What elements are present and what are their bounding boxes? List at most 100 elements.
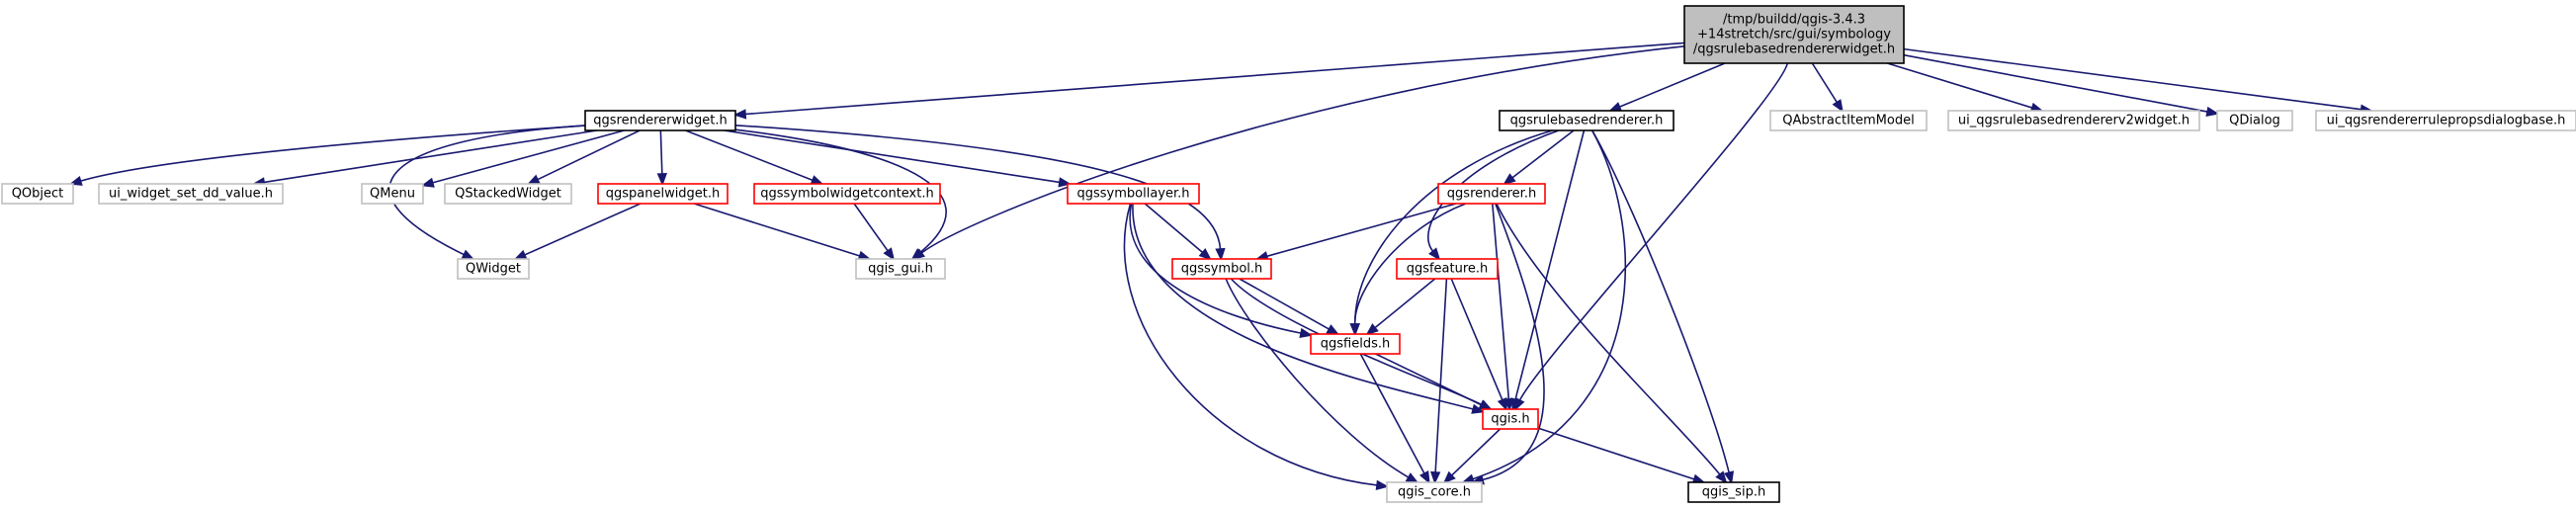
edge-line bbox=[1496, 203, 1721, 475]
node-label: qgsfields.h bbox=[1321, 337, 1390, 352]
edge-line bbox=[1514, 129, 1586, 400]
node-box bbox=[1396, 258, 1499, 280]
node-qgssymbolwidgetcontext-h[interactable]: qgssymbolwidgetcontext.h bbox=[753, 183, 941, 205]
arrowhead-icon bbox=[810, 175, 824, 185]
edge-line bbox=[685, 129, 814, 182]
arrowhead-icon bbox=[526, 174, 541, 185]
node-box bbox=[584, 110, 736, 131]
node-qgis-h[interactable]: qgis.h bbox=[1482, 408, 1539, 430]
node-label: QObject bbox=[12, 187, 64, 202]
edge-qgsfields-to-qgis-core bbox=[1359, 353, 1430, 484]
node-label: ui_widget_set_dd_value.h bbox=[109, 187, 273, 202]
edge-qgsrendererwidget-to-qgspanelwidget bbox=[656, 129, 667, 187]
edge-qgsrenderer-to-qgis-core bbox=[1471, 203, 1545, 485]
nodes-layer: /tmp/buildd/qgis-3.4.3+14stretch/src/gui… bbox=[1, 5, 2576, 503]
node-box bbox=[1386, 481, 1483, 503]
node-qgis-sip-h[interactable]: qgis_sip.h bbox=[1687, 481, 1780, 503]
edge-qgsrulebasedrenderer-to-qgsfields bbox=[1349, 129, 1553, 337]
edge-line bbox=[744, 42, 1685, 116]
edge-line bbox=[1472, 129, 1627, 480]
edge-qgssymbol-to-qgis-core bbox=[1225, 278, 1419, 484]
edge-line bbox=[537, 129, 641, 181]
edge-line bbox=[920, 45, 1685, 254]
edge-qgis-to-qgis-core bbox=[1442, 428, 1502, 484]
edge-line bbox=[693, 203, 861, 257]
edge-qgssymbolwidgetcontext-to-qgis-gui bbox=[853, 203, 896, 261]
node-qwidget: QWidget bbox=[457, 258, 530, 280]
node-qgspanelwidget-h[interactable]: qgspanelwidget.h bbox=[597, 183, 729, 205]
arrowhead-icon bbox=[1430, 470, 1441, 485]
edge-line bbox=[1518, 62, 1789, 401]
arrowhead-icon bbox=[1419, 470, 1430, 484]
node-box bbox=[1, 183, 74, 205]
edge-line bbox=[388, 125, 586, 256]
edge-qgsrendererwidget-to-ui-widget-set bbox=[252, 129, 597, 188]
edge-qgsfeature-to-qgsfields bbox=[1365, 278, 1436, 336]
edge-qgsrulebasedrenderer-to-qgis-sip bbox=[1591, 129, 1735, 485]
arrowhead-icon bbox=[1215, 247, 1226, 262]
node-qgssymbollayer-h[interactable]: qgssymbollayer.h bbox=[1067, 183, 1200, 205]
edge-line bbox=[524, 203, 642, 256]
edge-root-to-ui-rendererrule bbox=[1903, 47, 2373, 115]
arrowhead-icon bbox=[732, 109, 747, 120]
arrowhead-icon bbox=[1715, 470, 1728, 484]
node-label: qgis_core.h bbox=[1398, 485, 1471, 500]
arrowhead-icon bbox=[656, 173, 667, 187]
edge-line bbox=[263, 129, 597, 184]
edge-root-to-qgis-gui bbox=[911, 45, 1685, 261]
edge-qgsfeature-to-qgis-core bbox=[1430, 278, 1448, 485]
arrowhead-icon bbox=[883, 247, 896, 261]
node-ui-widget-set-dd-value-h: ui_widget_set_dd_value.h bbox=[98, 183, 284, 205]
node-qgsfields-h[interactable]: qgsfields.h bbox=[1310, 333, 1401, 355]
node-ui-qgsrendererrulepropsdialogbase-h: ui_qgsrendererrulepropsdialogbase.h bbox=[2315, 110, 2576, 131]
edge-line bbox=[1482, 203, 1545, 481]
arrowhead-icon bbox=[1405, 472, 1419, 484]
node-qgsrulebasedrenderer-h[interactable]: qgsrulebasedrenderer.h bbox=[1499, 110, 1674, 131]
arrowhead-icon bbox=[420, 177, 435, 188]
edge-line bbox=[1353, 129, 1553, 325]
edge-line bbox=[734, 125, 1222, 250]
edge-qgsrenderer-to-qgis-sip bbox=[1496, 203, 1728, 484]
node-qgsrenderer-h[interactable]: qgsrenderer.h bbox=[1437, 183, 1546, 205]
arrowhead-icon bbox=[513, 249, 528, 260]
edge-root-to-qgsrulebasedrenderer bbox=[1608, 62, 1726, 112]
node-label: QDialog bbox=[2229, 114, 2280, 128]
edge-qgsrendererwidget-to-qobject bbox=[68, 125, 586, 186]
node-box bbox=[2216, 110, 2293, 131]
node-label: QWidget bbox=[466, 262, 521, 277]
edge-qgspanelwidget-to-qgis-gui bbox=[693, 203, 872, 261]
edge-qgsrenderer-to-qgis bbox=[1492, 203, 1514, 412]
arrowhead-icon bbox=[1326, 324, 1340, 336]
node-qgsrendererwidget-h[interactable]: qgsrendererwidget.h bbox=[584, 110, 736, 131]
node-label: qgsrenderer.h bbox=[1447, 187, 1536, 202]
edge-qgssymbollayer-to-qgsfields bbox=[1129, 203, 1314, 339]
node-qgsfeature-h[interactable]: qgsfeature.h bbox=[1396, 258, 1499, 280]
node-box bbox=[1171, 258, 1272, 280]
edge-qgssymbollayer-to-qgssymbol bbox=[1144, 203, 1212, 261]
node-qgssymbol-h[interactable]: qgssymbol.h bbox=[1171, 258, 1272, 280]
node-box bbox=[1947, 110, 2200, 131]
arrowhead-icon bbox=[1442, 470, 1456, 484]
root-node[interactable]: /tmp/buildd/qgis-3.4.3+14stretch/src/gui… bbox=[1683, 5, 1905, 64]
edge-line bbox=[1451, 428, 1502, 476]
edge-line bbox=[1144, 203, 1204, 254]
node-qdialog: QDialog bbox=[2216, 110, 2293, 131]
node-qabstractitemmodel: QAbstractItemModel bbox=[1769, 110, 1928, 131]
node-label: /qgsrulebasedrendererwidget.h bbox=[1693, 42, 1895, 57]
edge-root-to-qgsrendererwidget bbox=[732, 42, 1685, 120]
edge-root-to-qabstractitemmodel bbox=[1811, 62, 1844, 113]
node-box bbox=[1499, 110, 1674, 131]
node-box bbox=[597, 183, 729, 205]
node-ui-qgsrulebasedrendererv2widget-h: ui_qgsrulebasedrendererv2widget.h bbox=[1947, 110, 2200, 131]
node-box bbox=[457, 258, 530, 280]
node-label: ui_qgsrendererrulepropsdialogbase.h bbox=[2327, 114, 2566, 128]
edges-layer bbox=[68, 42, 2373, 491]
edge-line bbox=[1492, 203, 1510, 400]
edge-line bbox=[1353, 203, 1467, 325]
node-qobject: QObject bbox=[1, 183, 74, 205]
edge-line bbox=[1591, 129, 1730, 473]
node-box bbox=[855, 258, 946, 280]
edge-root-to-qdialog bbox=[1903, 53, 2220, 118]
edge-qgsfeature-to-qgis bbox=[1450, 278, 1507, 411]
